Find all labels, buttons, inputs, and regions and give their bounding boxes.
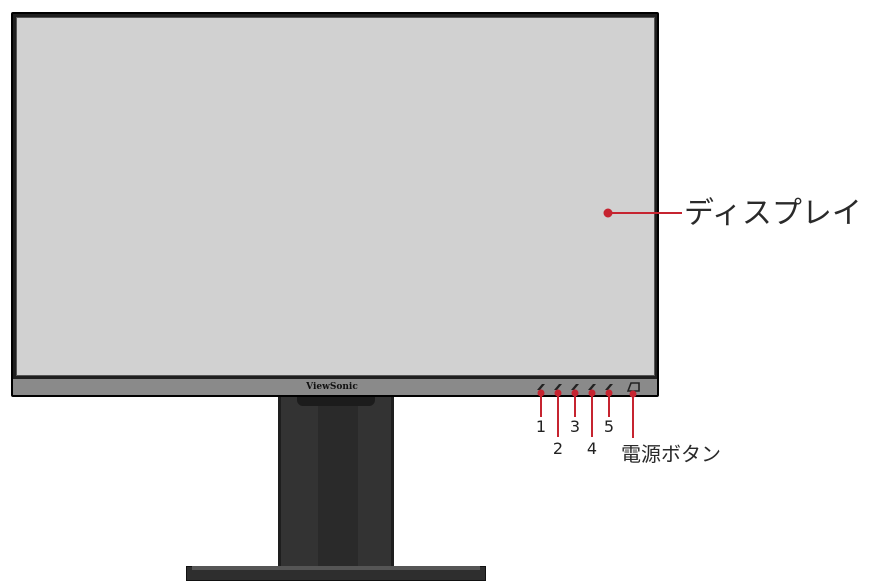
control-button-1-icon[interactable]	[536, 383, 546, 391]
button-1-number: 1	[535, 417, 547, 436]
display-label: ディスプレイ	[684, 196, 862, 231]
power-button-label: 電源ボタン	[621, 442, 721, 466]
brand-logo: ViewSonic	[306, 382, 358, 392]
bottom-bezel	[13, 379, 657, 395]
button-2-number: 2	[552, 439, 564, 458]
stand-neck-right-edge	[391, 392, 394, 576]
button-5-number: 5	[603, 417, 615, 436]
control-button-3-icon[interactable]	[570, 383, 580, 391]
stand-base-highlight	[192, 566, 480, 570]
power-button-icon[interactable]	[627, 382, 640, 392]
control-button-2-icon[interactable]	[553, 383, 563, 391]
display-callout-dot	[603, 208, 613, 218]
display-screen	[16, 17, 655, 376]
button-3-number: 3	[569, 417, 581, 436]
control-button-4-icon[interactable]	[587, 383, 597, 391]
stand-neck-left-edge	[278, 392, 281, 576]
stand-neck-shading	[318, 395, 358, 576]
control-button-5-icon[interactable]	[604, 383, 614, 391]
button-4-number: 4	[586, 439, 598, 458]
